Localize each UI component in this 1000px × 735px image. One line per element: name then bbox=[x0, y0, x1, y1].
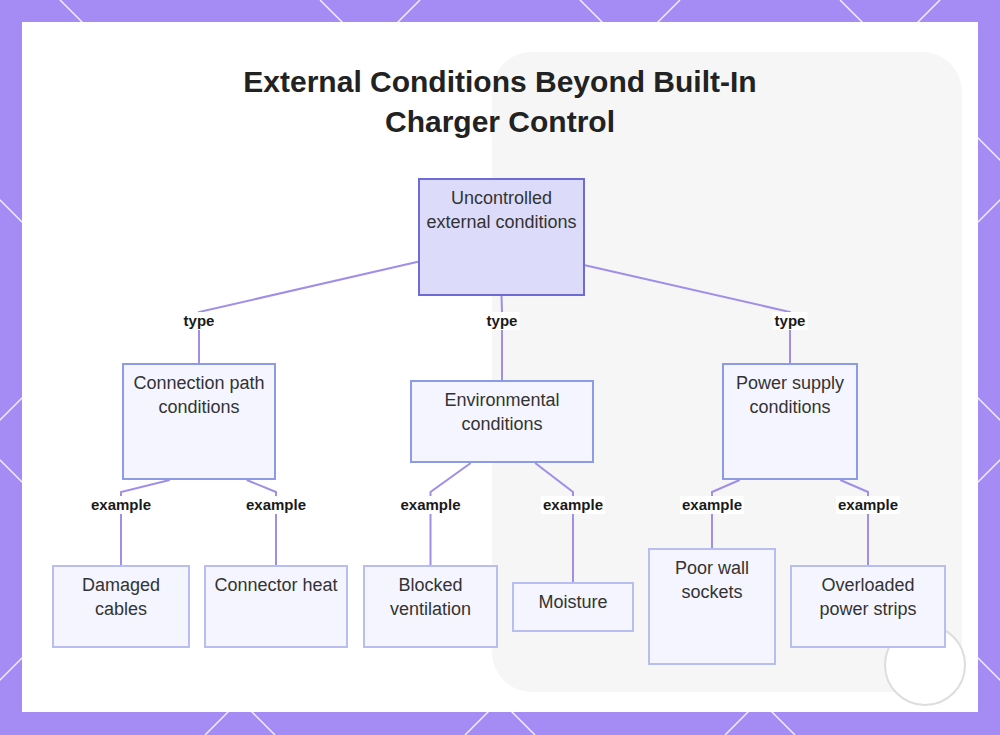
connector-line bbox=[840, 480, 868, 565]
diagram-title: External Conditions Beyond Built-In Char… bbox=[210, 62, 790, 142]
connector-line bbox=[247, 480, 276, 565]
example-box: Overloaded power strips bbox=[790, 565, 946, 648]
connector-line bbox=[199, 262, 418, 363]
edge-label: type bbox=[485, 312, 520, 330]
root-box: Uncontrolled external conditions bbox=[418, 178, 585, 296]
connector-line bbox=[712, 480, 740, 548]
edge-label: example bbox=[836, 496, 900, 514]
connector-line bbox=[535, 463, 573, 582]
edge-label: type bbox=[773, 312, 808, 330]
edge-label: example bbox=[541, 496, 605, 514]
connector-line bbox=[121, 480, 170, 565]
category-box: Connection path conditions bbox=[122, 363, 276, 480]
edge-label: example bbox=[398, 496, 462, 514]
node-text: Connection path conditions bbox=[128, 371, 270, 419]
node-text: Uncontrolled external conditions bbox=[424, 186, 579, 234]
edge-label: type bbox=[182, 312, 217, 330]
node-text: Overloaded power strips bbox=[796, 573, 940, 621]
connector-line bbox=[431, 463, 471, 565]
category-box: Power supply conditions bbox=[722, 363, 858, 480]
edge-label: example bbox=[244, 496, 308, 514]
node-text: Blocked ventilation bbox=[369, 573, 492, 621]
example-box: Connector heat bbox=[204, 565, 348, 648]
edge-label: example bbox=[680, 496, 744, 514]
example-box: Damaged cables bbox=[52, 565, 190, 648]
node-text: Moisture bbox=[518, 590, 628, 614]
node-text: Power supply conditions bbox=[728, 371, 852, 419]
connector-line bbox=[501, 296, 504, 380]
node-text: Environmental conditions bbox=[416, 388, 588, 436]
example-box: Poor wall sockets bbox=[648, 548, 776, 665]
node-text: Connector heat bbox=[210, 573, 342, 597]
example-box: Moisture bbox=[512, 582, 634, 632]
edge-label: example bbox=[89, 496, 153, 514]
node-text: Poor wall sockets bbox=[654, 556, 770, 604]
example-box: Blocked ventilation bbox=[363, 565, 498, 648]
node-text: Damaged cables bbox=[58, 573, 184, 621]
category-box: Environmental conditions bbox=[410, 380, 594, 463]
faded-device bbox=[492, 52, 962, 692]
connector-line bbox=[585, 265, 790, 363]
